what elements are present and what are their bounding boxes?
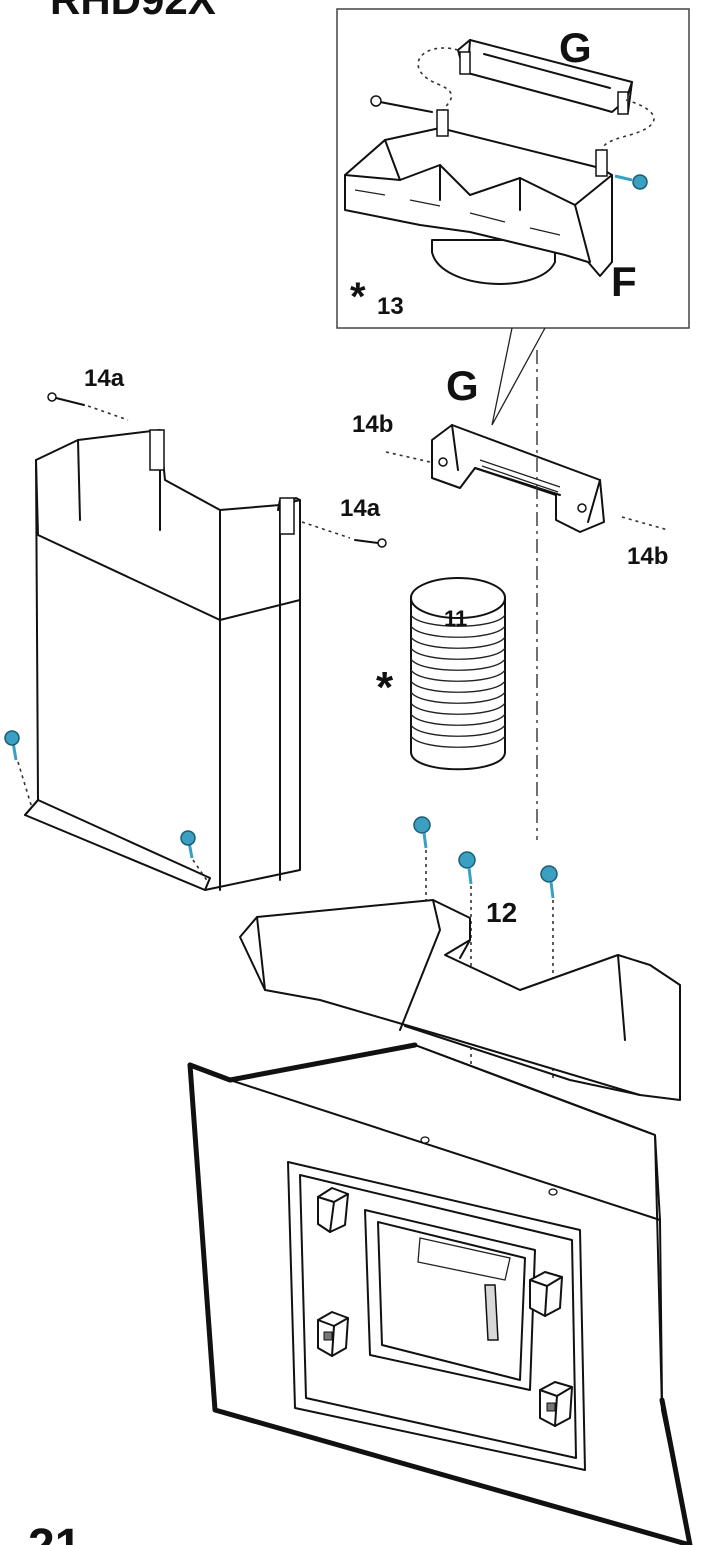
mounting-plate-icon (239, 899, 681, 1101)
label-14b-left: 14b (352, 411, 393, 438)
screw-icon (370, 95, 433, 113)
mounting-bracket-icon (431, 424, 605, 533)
inset-label-adapter: F (611, 258, 637, 305)
label-14a-right: 14a (340, 495, 381, 522)
label-14a-top: 14a (84, 365, 125, 392)
label-screws-12: 12 (486, 897, 517, 928)
chimney-cover-icon (24, 429, 301, 891)
label-duct-number: 11 (444, 606, 467, 631)
label-bottom-partial: 21 (28, 1520, 81, 1545)
flexible-duct-icon (410, 577, 506, 771)
inset-bracket-icon (457, 39, 633, 115)
screw-icon (180, 830, 209, 883)
hood-body-icon (187, 1042, 693, 1545)
inset-label-star: * (350, 275, 366, 319)
inset-adapter-icon (344, 109, 613, 285)
label-14b-right: 14b (627, 543, 668, 570)
screw-icon (47, 392, 129, 421)
screw-icon (4, 730, 33, 809)
inset-label-number: 13 (377, 293, 404, 320)
label-duct-star: * (376, 663, 394, 712)
inset-label-bracket: G (559, 24, 592, 71)
detail-inset: G F * 13 (336, 8, 690, 426)
screw-icon (301, 521, 387, 548)
screw-icon (614, 174, 648, 190)
label-bracket-g: G (446, 362, 479, 409)
model-title: RHD92X (50, 0, 216, 23)
